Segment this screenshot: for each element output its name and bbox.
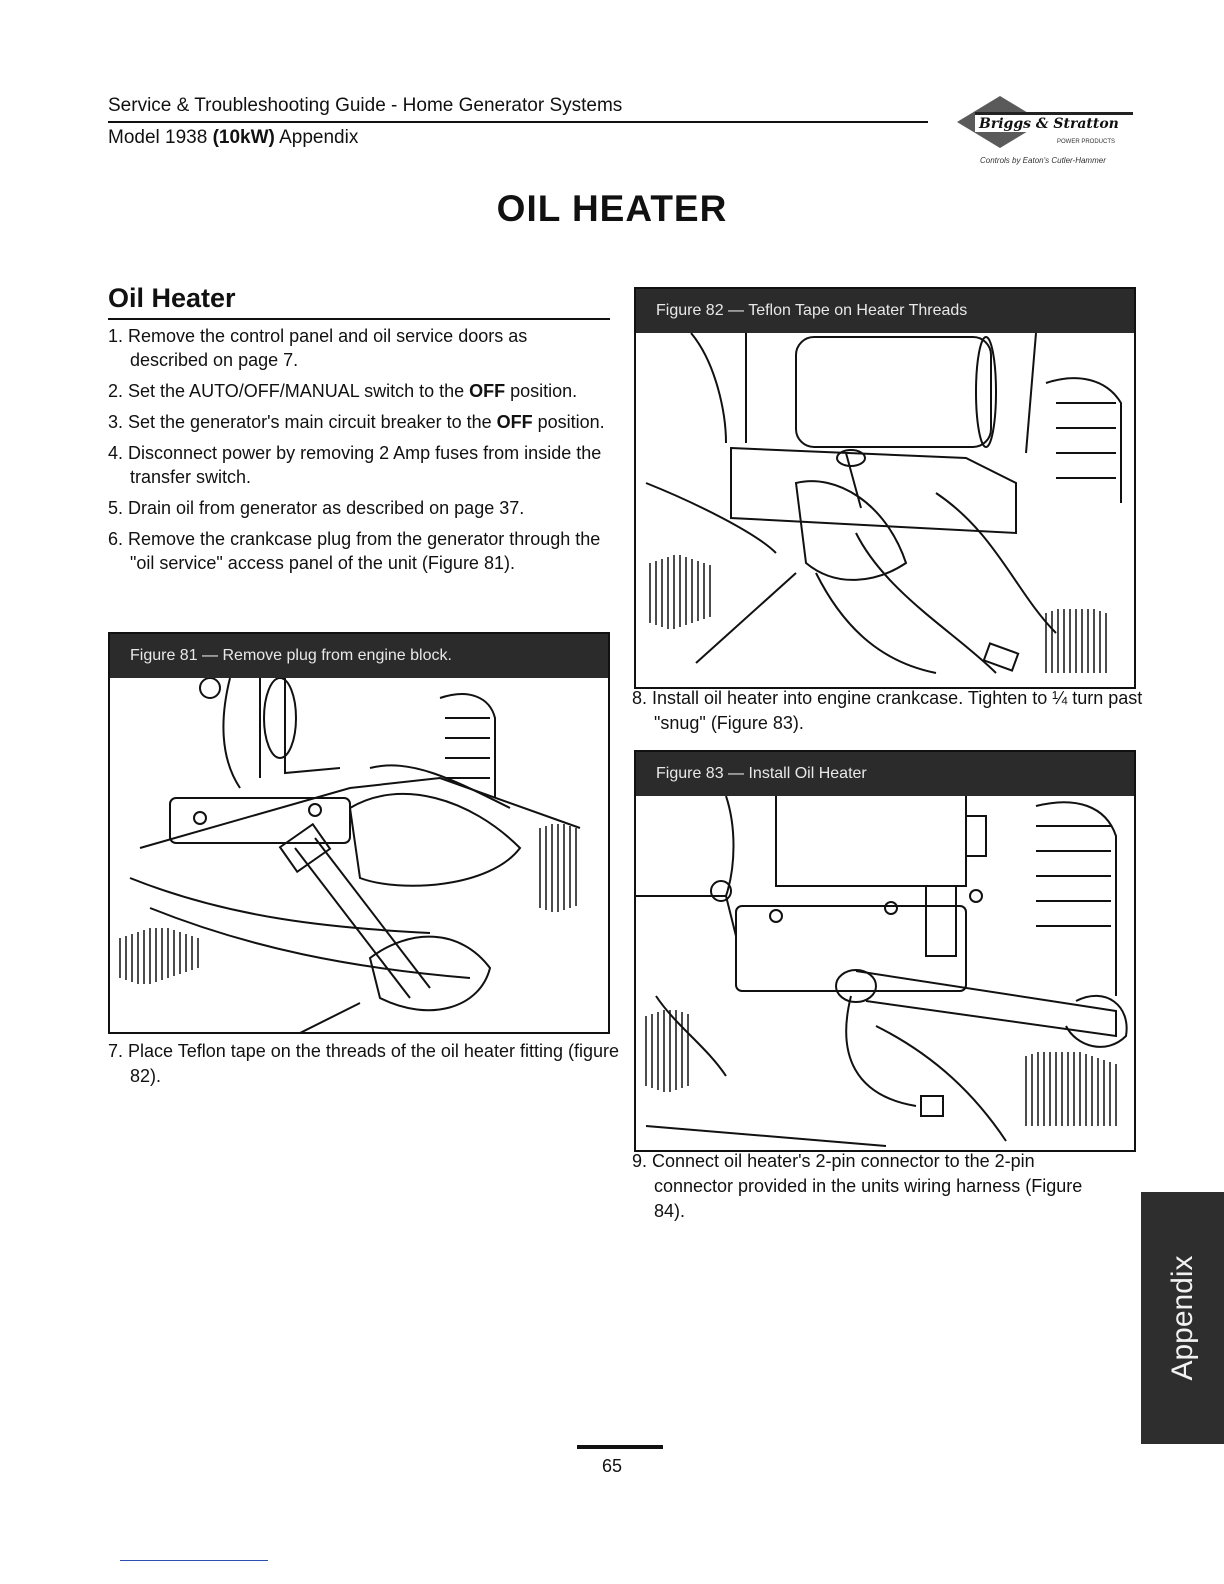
figure-83: Figure 83 — Install Oil Heater bbox=[634, 750, 1136, 1152]
header-rule bbox=[108, 121, 928, 123]
briggs-stratton-logo: Briggs & Stratton POWER PRODUCTS bbox=[957, 96, 1133, 148]
logo-wordmark: Briggs & Stratton bbox=[978, 116, 1119, 132]
header-model-prefix: Model 1938 bbox=[108, 127, 213, 148]
step-2: 2. Set the AUTO/OFF/MANUAL switch to the… bbox=[108, 381, 578, 401]
step-1: 1. Remove the control panel and oil serv… bbox=[108, 326, 528, 370]
figure-83-caption: Figure 83 — Install Oil Heater bbox=[636, 752, 1134, 796]
footer-line bbox=[120, 1560, 268, 1561]
section-rule bbox=[108, 318, 610, 320]
logo-subtitle: POWER PRODUCTS bbox=[1057, 139, 1115, 145]
logo-tagline: Controls by Eaton's Cutler-Hammer bbox=[980, 156, 1106, 165]
header-model: Model 1938 (10kW) Appendix bbox=[108, 127, 358, 149]
page-number: 65 bbox=[601, 1456, 623, 1476]
step-5: 5. Drain oil from generator as described… bbox=[108, 498, 525, 518]
step-6: 6. Remove the crankcase plug from the ge… bbox=[108, 529, 601, 573]
header-guide-title: Service & Troubleshooting Guide - Home G… bbox=[108, 95, 623, 116]
figure-81-illustration bbox=[119, 678, 581, 1032]
step-8: 8. Install oil heater into engine crankc… bbox=[632, 688, 1143, 733]
page-title: OIL HEATER bbox=[496, 188, 728, 229]
step-3: 3. Set the generator's main circuit brea… bbox=[108, 412, 605, 432]
step-9: 9. Connect oil heater's 2-pin connector … bbox=[632, 1151, 1083, 1221]
section-title: Oil Heater bbox=[108, 283, 236, 313]
figure-82-caption: Figure 82 — Teflon Tape on Heater Thread… bbox=[636, 289, 1134, 333]
header-model-kw: (10kW) bbox=[212, 127, 275, 148]
appendix-side-tab: Appendix bbox=[1141, 1192, 1224, 1444]
page-number-marker bbox=[577, 1445, 663, 1449]
appendix-side-tab-label: Appendix bbox=[1165, 1255, 1199, 1381]
figure-83-illustration bbox=[636, 796, 1128, 1147]
figure-82-illustration bbox=[645, 333, 1122, 674]
step-4: 4. Disconnect power by removing 2 Amp fu… bbox=[108, 443, 602, 487]
step-7: 7. Place Teflon tape on the threads of t… bbox=[108, 1041, 619, 1086]
steps-list: 1. Remove the control panel and oil serv… bbox=[108, 324, 608, 582]
figure-81: Figure 81 — Remove plug from engine bloc… bbox=[108, 632, 610, 1034]
header-model-suffix: Appendix bbox=[274, 127, 359, 148]
figure-82: Figure 82 — Teflon Tape on Heater Thread… bbox=[634, 287, 1136, 689]
figure-81-caption: Figure 81 — Remove plug from engine bloc… bbox=[110, 634, 608, 678]
